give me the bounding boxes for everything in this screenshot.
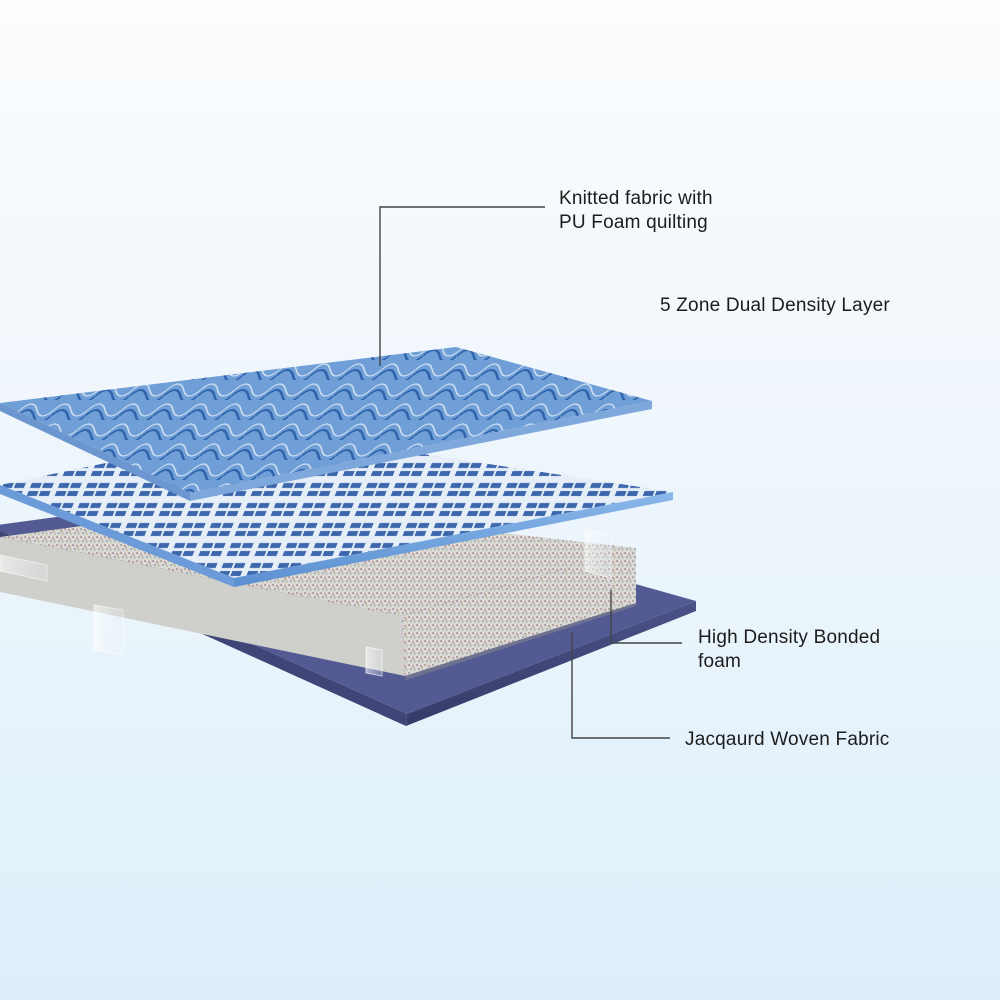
quilt-side-edge — [0, 403, 190, 501]
glass-spacers — [0, 528, 612, 677]
quilt-pattern-overlay — [0, 347, 652, 493]
glass-spacer-front-right — [365, 646, 383, 677]
zone-layer-front-edge — [234, 492, 673, 587]
quilt-front-edge — [190, 401, 652, 501]
glass-spacer-left — [0, 554, 48, 582]
knitted-leader-line — [379, 206, 545, 366]
bonded-foam-shadow — [405, 603, 636, 680]
bonded-leader-line — [610, 590, 682, 644]
jacquard-fabric-label: Jacqaurd Woven Fabric — [685, 729, 890, 750]
callout-lines — [379, 206, 682, 739]
glass-spacer-right — [584, 528, 612, 579]
jacquard-leader-line — [571, 632, 670, 739]
glass-spacer-front-left — [93, 604, 124, 656]
bonded-foam-side — [0, 537, 405, 676]
bonded-foam-label: High Density Bonded foam — [698, 627, 881, 672]
zone-layer-label: 5 Zone Dual Density Layer — [660, 295, 890, 316]
knitted-fabric-label: Knitted fabric with PU Foam quilting — [559, 188, 713, 233]
quilted-top-layer — [0, 347, 652, 501]
zone-layer-side-edge — [0, 485, 234, 587]
jacquard-front-edge — [406, 601, 696, 726]
bonded-foam-front — [402, 548, 636, 676]
